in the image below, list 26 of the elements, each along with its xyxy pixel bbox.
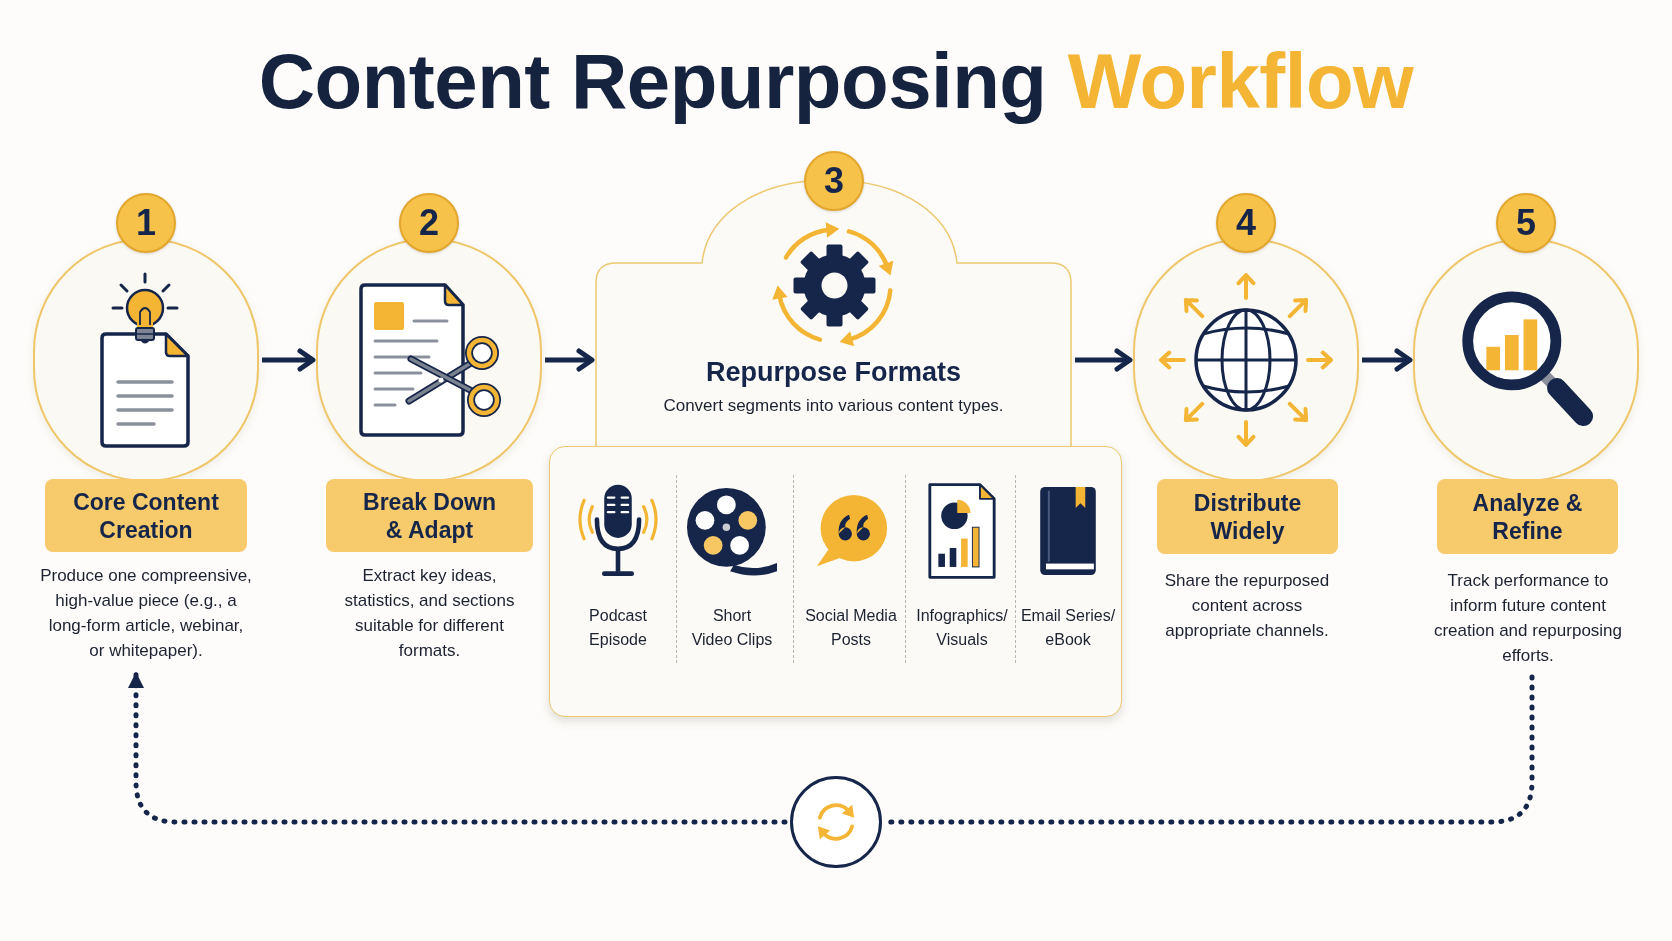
step-description: Produce one compreensive, high-value piece (e.g., a long-form article, webinar, or whitepaper). bbox=[39, 563, 253, 663]
step-title-banner: Distribute Widely bbox=[1157, 479, 1338, 554]
step-title-banner: Break Down & Adapt bbox=[326, 479, 533, 552]
arrow bbox=[545, 348, 595, 372]
step-description: Extract key ideas, statistics, and sections suitable for different formats. bbox=[343, 565, 516, 662]
format-label: Podcast Episode bbox=[588, 606, 648, 650]
step-number-badge: 4 bbox=[1216, 193, 1276, 253]
step-description: Share the repurposed content across appropriate channels. bbox=[1163, 570, 1331, 642]
arrow bbox=[1075, 348, 1133, 372]
arrow bbox=[1362, 348, 1413, 372]
arrow bbox=[262, 348, 316, 372]
panel-subtitle: Convert segments into various content types. bbox=[663, 395, 1004, 417]
step-number-badge: 1 bbox=[116, 193, 176, 253]
format-label: Email Series/ eBook bbox=[1019, 606, 1117, 650]
step-number-badge: 5 bbox=[1496, 193, 1556, 253]
format-label: Infographics/ Visuals bbox=[915, 606, 1009, 650]
step-number-badge: 3 bbox=[804, 151, 864, 211]
step-title-banner: Core Content Creation bbox=[45, 479, 247, 552]
step-title-banner: Analyze & Refine bbox=[1437, 479, 1618, 554]
panel-title: Repurpose Formats bbox=[705, 356, 962, 388]
step-number-badge: 2 bbox=[399, 193, 459, 253]
step-description: Track performance to inform future content creation and repurposing efforts. bbox=[1428, 568, 1628, 668]
formats-panel bbox=[549, 446, 1122, 717]
format-label: Short Video Clips bbox=[690, 606, 774, 650]
format-label: Social Media Posts bbox=[804, 606, 898, 650]
dotted-arrow bbox=[128, 669, 788, 825]
